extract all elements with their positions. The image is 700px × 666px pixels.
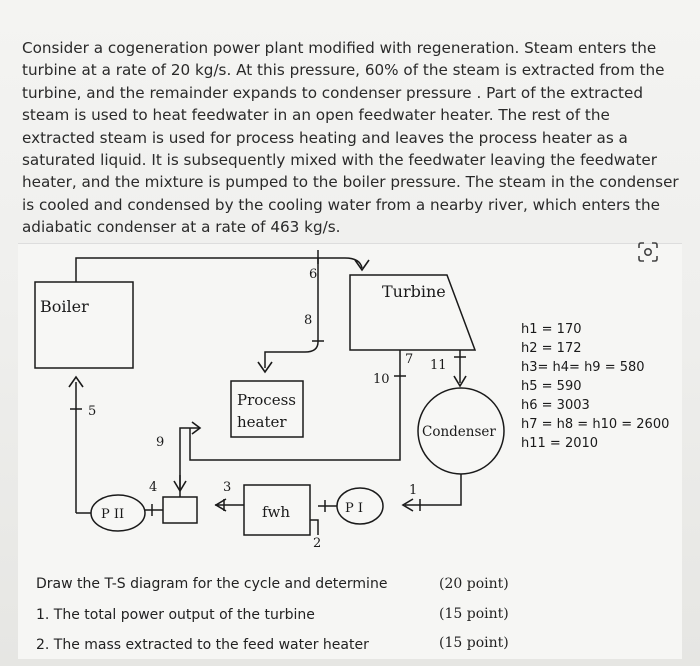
enthalpy-item: h1 = 170 xyxy=(521,322,581,337)
enthalpy-item: h3= h4= h9 = 580 xyxy=(521,360,645,375)
mixing-chamber-box xyxy=(162,496,198,524)
state-6-label: 6 xyxy=(309,267,317,282)
enthalpy-list: h1 = 170 h2 = 172 h3= h4= h9 = 580 h5 = … xyxy=(521,322,669,451)
problem-statement: Consider a cogeneration power plant modi… xyxy=(22,39,679,237)
process-heater-label-1: Process xyxy=(237,391,296,409)
state-7-label: 7 xyxy=(405,352,413,367)
boiler-label: Boiler xyxy=(40,297,89,316)
enthalpy-item: h5 = 590 xyxy=(521,379,581,394)
enthalpy-item: h11 = 2010 xyxy=(521,436,598,451)
state-1-label: 1 xyxy=(409,483,417,498)
state-5-label: 5 xyxy=(88,404,96,419)
enthalpy-item: h6 = 3003 xyxy=(521,398,590,413)
question-2-points: (15 point) xyxy=(439,635,509,651)
question-2: 2. The mass extracted to the feed water … xyxy=(36,637,369,653)
fwh-box xyxy=(243,484,311,536)
pump-1-label: P I xyxy=(345,501,363,516)
state-3-label: 3 xyxy=(223,480,231,495)
pump-2-label: P II xyxy=(101,507,124,522)
state-8-label: 8 xyxy=(304,313,312,328)
state-2-label: 2 xyxy=(313,536,321,551)
question-1: 1. The total power output of the turbine xyxy=(36,607,315,623)
question-intro: Draw the T-S diagram for the cycle and d… xyxy=(36,576,388,592)
enthalpy-item: h7 = h8 = h10 = 2600 xyxy=(521,417,669,432)
boiler-box xyxy=(34,281,134,369)
state-9-label: 9 xyxy=(156,435,164,450)
state-10-label: 10 xyxy=(373,372,390,387)
process-heater-label-2: heater xyxy=(237,413,287,431)
state-4-label: 4 xyxy=(149,480,157,495)
turbine-shape xyxy=(349,274,477,351)
fwh-label: fwh xyxy=(262,503,290,521)
question-1-points: (15 point) xyxy=(439,606,509,622)
condenser-label: Condenser xyxy=(422,424,496,440)
enthalpy-item: h2 = 172 xyxy=(521,341,581,356)
state-11-label: 11 xyxy=(430,358,447,373)
process-heater-box xyxy=(230,380,304,438)
turbine-label: Turbine xyxy=(382,282,446,301)
question-intro-points: (20 point) xyxy=(439,576,509,592)
scan-icon[interactable] xyxy=(636,240,660,264)
